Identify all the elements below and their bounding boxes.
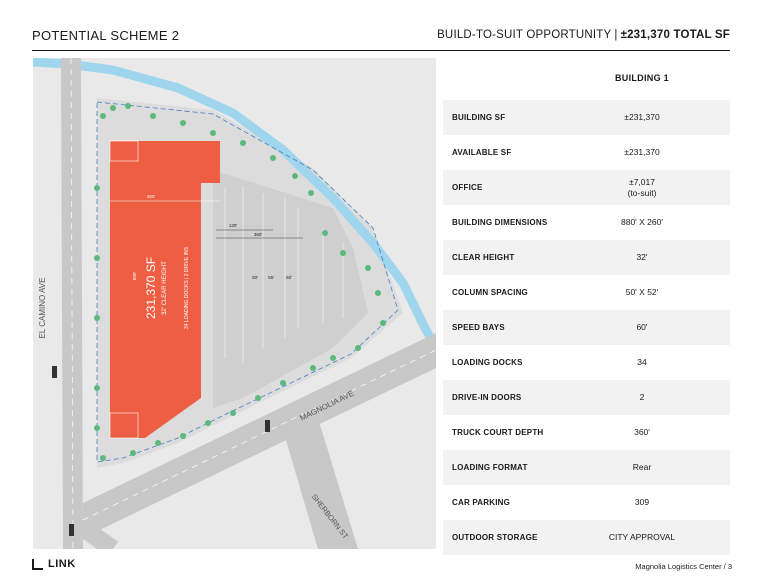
table-header: BUILDING 1	[443, 58, 730, 100]
header-separator: |	[614, 29, 618, 41]
row-value: 880' X 260'	[620, 217, 663, 228]
row-value: ±231,370	[624, 112, 660, 123]
row-label: BUILDING SF	[452, 113, 506, 122]
table-row: CLEAR HEIGHT 32'	[443, 240, 730, 275]
building-docks-label: 34 LOADING DOCKS | 2 DRIVE INS	[184, 246, 190, 329]
row-label: AVAILABLE SF	[452, 148, 512, 157]
dimension-60-label: 60'	[286, 275, 292, 280]
link-logo-text: LINK	[48, 558, 76, 570]
row-value: 34	[637, 357, 647, 368]
header-subtitle: BUILD-TO-SUIT OPPORTUNITY	[437, 29, 612, 41]
table-row: LOADING DOCKS 34	[443, 345, 730, 380]
row-value: 60'	[636, 322, 648, 333]
row-value: ±7,017 (to-suit)	[627, 176, 657, 198]
table-row: AVAILABLE SF ±231,370	[443, 135, 730, 170]
row-value: 32'	[636, 252, 648, 263]
row-label: CLEAR HEIGHT	[452, 253, 515, 262]
table-row: OUTDOOR STORAGE CITY APPROVAL	[443, 520, 730, 555]
row-value: 50' X 52'	[625, 287, 659, 298]
dimension-55-label: 55'	[268, 275, 274, 280]
table-row: BUILDING SF ±231,370	[443, 100, 730, 135]
site-plan-map: 231,370 SF 32' CLEAR HEIGHT 34 LOADING D…	[33, 58, 436, 549]
dimension-50-label: 50'	[252, 275, 258, 280]
row-value: 360'	[634, 427, 650, 438]
row-label: CAR PARKING	[452, 498, 511, 507]
building-sf-label: 231,370 SF	[144, 257, 158, 319]
table-row: BUILDING DIMENSIONS 880' X 260'	[443, 205, 730, 240]
table-row: COLUMN SPACING 50' X 52'	[443, 275, 730, 310]
row-label: DRIVE-IN DOORS	[452, 393, 522, 402]
table-row: CAR PARKING 309	[443, 485, 730, 520]
link-logo: LINK	[32, 558, 76, 570]
building-specs-table: BUILDING 1 BUILDING SF ±231,370 AVAILABLE…	[443, 58, 730, 555]
site-plan-svg: 231,370 SF 32' CLEAR HEIGHT 34 LOADING D…	[33, 58, 436, 549]
row-label: TRUCK COURT DEPTH	[452, 428, 544, 437]
table-row: OFFICE ±7,017 (to-suit)	[443, 170, 730, 205]
dimension-360-label: 360'	[254, 232, 263, 237]
row-value: ±231,370	[624, 147, 660, 158]
dimension-width-label: 260'	[147, 194, 156, 199]
dimension-130-label: 130'	[229, 223, 238, 228]
header-total: ±231,370 TOTAL SF	[620, 29, 730, 41]
page-footer: Magnolia Logistics Center / 3	[635, 562, 732, 571]
column-header-building-1: BUILDING 1	[614, 73, 669, 83]
row-value: 309	[634, 497, 650, 508]
table-row: SPEED BAYS 60'	[443, 310, 730, 345]
header-summary: BUILD-TO-SUIT OPPORTUNITY|±231,370 TOTAL…	[437, 29, 730, 41]
table-row: LOADING FORMAT Rear	[443, 450, 730, 485]
row-label: BUILDING DIMENSIONS	[452, 218, 548, 227]
dimension-length-label: 880'	[132, 272, 137, 281]
row-label: OFFICE	[452, 183, 483, 192]
row-label: COLUMN SPACING	[452, 288, 528, 297]
row-label: SPEED BAYS	[452, 323, 505, 332]
row-label: LOADING FORMAT	[452, 463, 528, 472]
page-title: POTENTIAL SCHEME 2	[32, 28, 180, 43]
table-row: TRUCK COURT DEPTH 360'	[443, 415, 730, 450]
table-row: DRIVE-IN DOORS 2	[443, 380, 730, 415]
building-clear-height-label: 32' CLEAR HEIGHT	[162, 261, 168, 315]
row-value: CITY APPROVAL	[608, 532, 676, 543]
row-label: OUTDOOR STORAGE	[452, 533, 538, 542]
row-value: Rear	[632, 462, 652, 473]
row-value: 2	[639, 392, 645, 403]
link-logo-icon	[32, 559, 43, 570]
row-label: LOADING DOCKS	[452, 358, 523, 367]
street-label-el-camino: EL CAMINO AVE	[38, 278, 47, 339]
page-header: POTENTIAL SCHEME 2 BUILD-TO-SUIT OPPORTU…	[32, 28, 730, 51]
